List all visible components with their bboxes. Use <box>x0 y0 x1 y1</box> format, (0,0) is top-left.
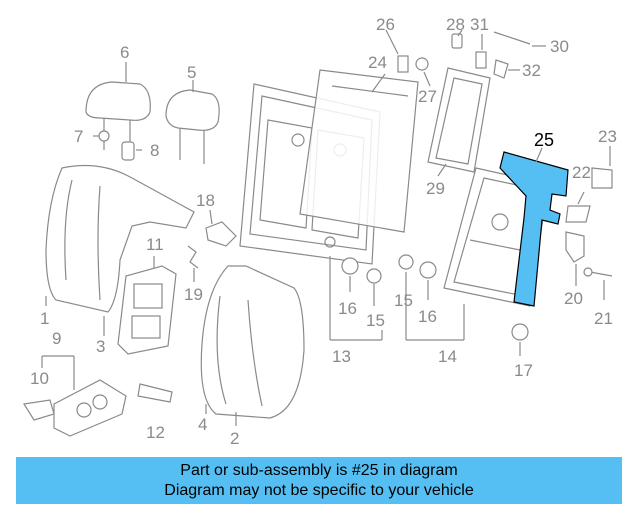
callout-3: 3 <box>96 337 105 356</box>
callout-1: 1 <box>40 309 49 328</box>
callout-19: 19 <box>184 285 203 304</box>
bushing-16-left <box>341 257 359 275</box>
clip-32 <box>493 59 509 79</box>
cap-28 <box>451 33 463 49</box>
bolt-21-head <box>583 267 593 277</box>
callout-30: 30 <box>550 37 569 56</box>
callout-15-right: 15 <box>394 291 413 310</box>
callout-31: 31 <box>470 15 489 34</box>
clip-8 <box>121 141 142 161</box>
callout-5: 5 <box>187 63 196 82</box>
callout-17: 17 <box>514 361 533 380</box>
callout-26: 26 <box>376 15 395 34</box>
callout-14: 14 <box>438 347 457 366</box>
callout-12: 12 <box>146 423 165 442</box>
bracket-22 <box>565 205 591 223</box>
callout-13: 13 <box>332 347 351 366</box>
clip-26 <box>397 55 409 73</box>
callout-8: 8 <box>150 141 159 160</box>
panel-24 <box>299 69 419 233</box>
callout-28: 28 <box>446 15 465 34</box>
pad-12 <box>137 383 173 403</box>
banner-line-1: Part or sub-assembly is #25 in diagram <box>180 462 458 479</box>
callout-10: 10 <box>30 369 49 388</box>
bushing-15-left <box>366 268 382 284</box>
callout-9: 9 <box>52 329 61 348</box>
seatback-cover-left <box>45 164 195 313</box>
callout-18: 18 <box>196 191 215 210</box>
screw-27 <box>415 57 429 71</box>
clip-31 <box>475 51 487 69</box>
callout-16-right: 16 <box>418 307 437 326</box>
callout-20: 20 <box>564 289 583 308</box>
callout-11: 11 <box>146 235 164 254</box>
clip-7 <box>93 130 110 142</box>
callout-2: 2 <box>230 429 239 448</box>
bracket-18 <box>205 221 237 247</box>
banner-line-2: Diagram may not be specific to your vehi… <box>164 482 474 499</box>
frame-29 <box>427 67 491 173</box>
callout-27: 27 <box>418 87 437 106</box>
callout-4: 4 <box>198 415 207 434</box>
callout-22: 22 <box>572 163 591 182</box>
armrest-11 <box>117 265 177 355</box>
clip-19 <box>187 245 199 269</box>
info-banner: Part or sub-assembly is #25 in diagram D… <box>16 457 622 504</box>
bushing-15-right <box>398 254 414 270</box>
headrest-6 <box>85 81 151 152</box>
callout-24: 24 <box>368 53 387 72</box>
callout-15-left: 15 <box>366 311 385 330</box>
callout-6: 6 <box>120 43 129 62</box>
callout-21: 21 <box>594 309 613 328</box>
parts-diagram: 6 5 7 8 11 1 3 9 10 12 4 2 18 19 24 26 2… <box>23 15 617 448</box>
callout-23: 23 <box>598 127 617 146</box>
headrest-5 <box>165 89 220 164</box>
callout-7: 7 <box>74 127 83 146</box>
bracket-20 <box>565 231 585 263</box>
bushing-17 <box>511 323 529 341</box>
leader-lines <box>41 29 611 426</box>
callout-16-left: 16 <box>338 299 357 318</box>
seat-cushion-2 <box>200 265 305 419</box>
bolt-21 <box>589 271 613 277</box>
cup-holder-9 <box>53 379 127 437</box>
highlighted-part-25 <box>499 151 569 307</box>
callout-32: 32 <box>522 61 541 80</box>
cap-23 <box>591 167 613 189</box>
callout-29: 29 <box>426 179 445 198</box>
callout-25: 25 <box>534 130 554 150</box>
bushing-16-right <box>419 261 437 279</box>
rod-30 <box>493 31 531 45</box>
bracket-10 <box>23 399 55 421</box>
